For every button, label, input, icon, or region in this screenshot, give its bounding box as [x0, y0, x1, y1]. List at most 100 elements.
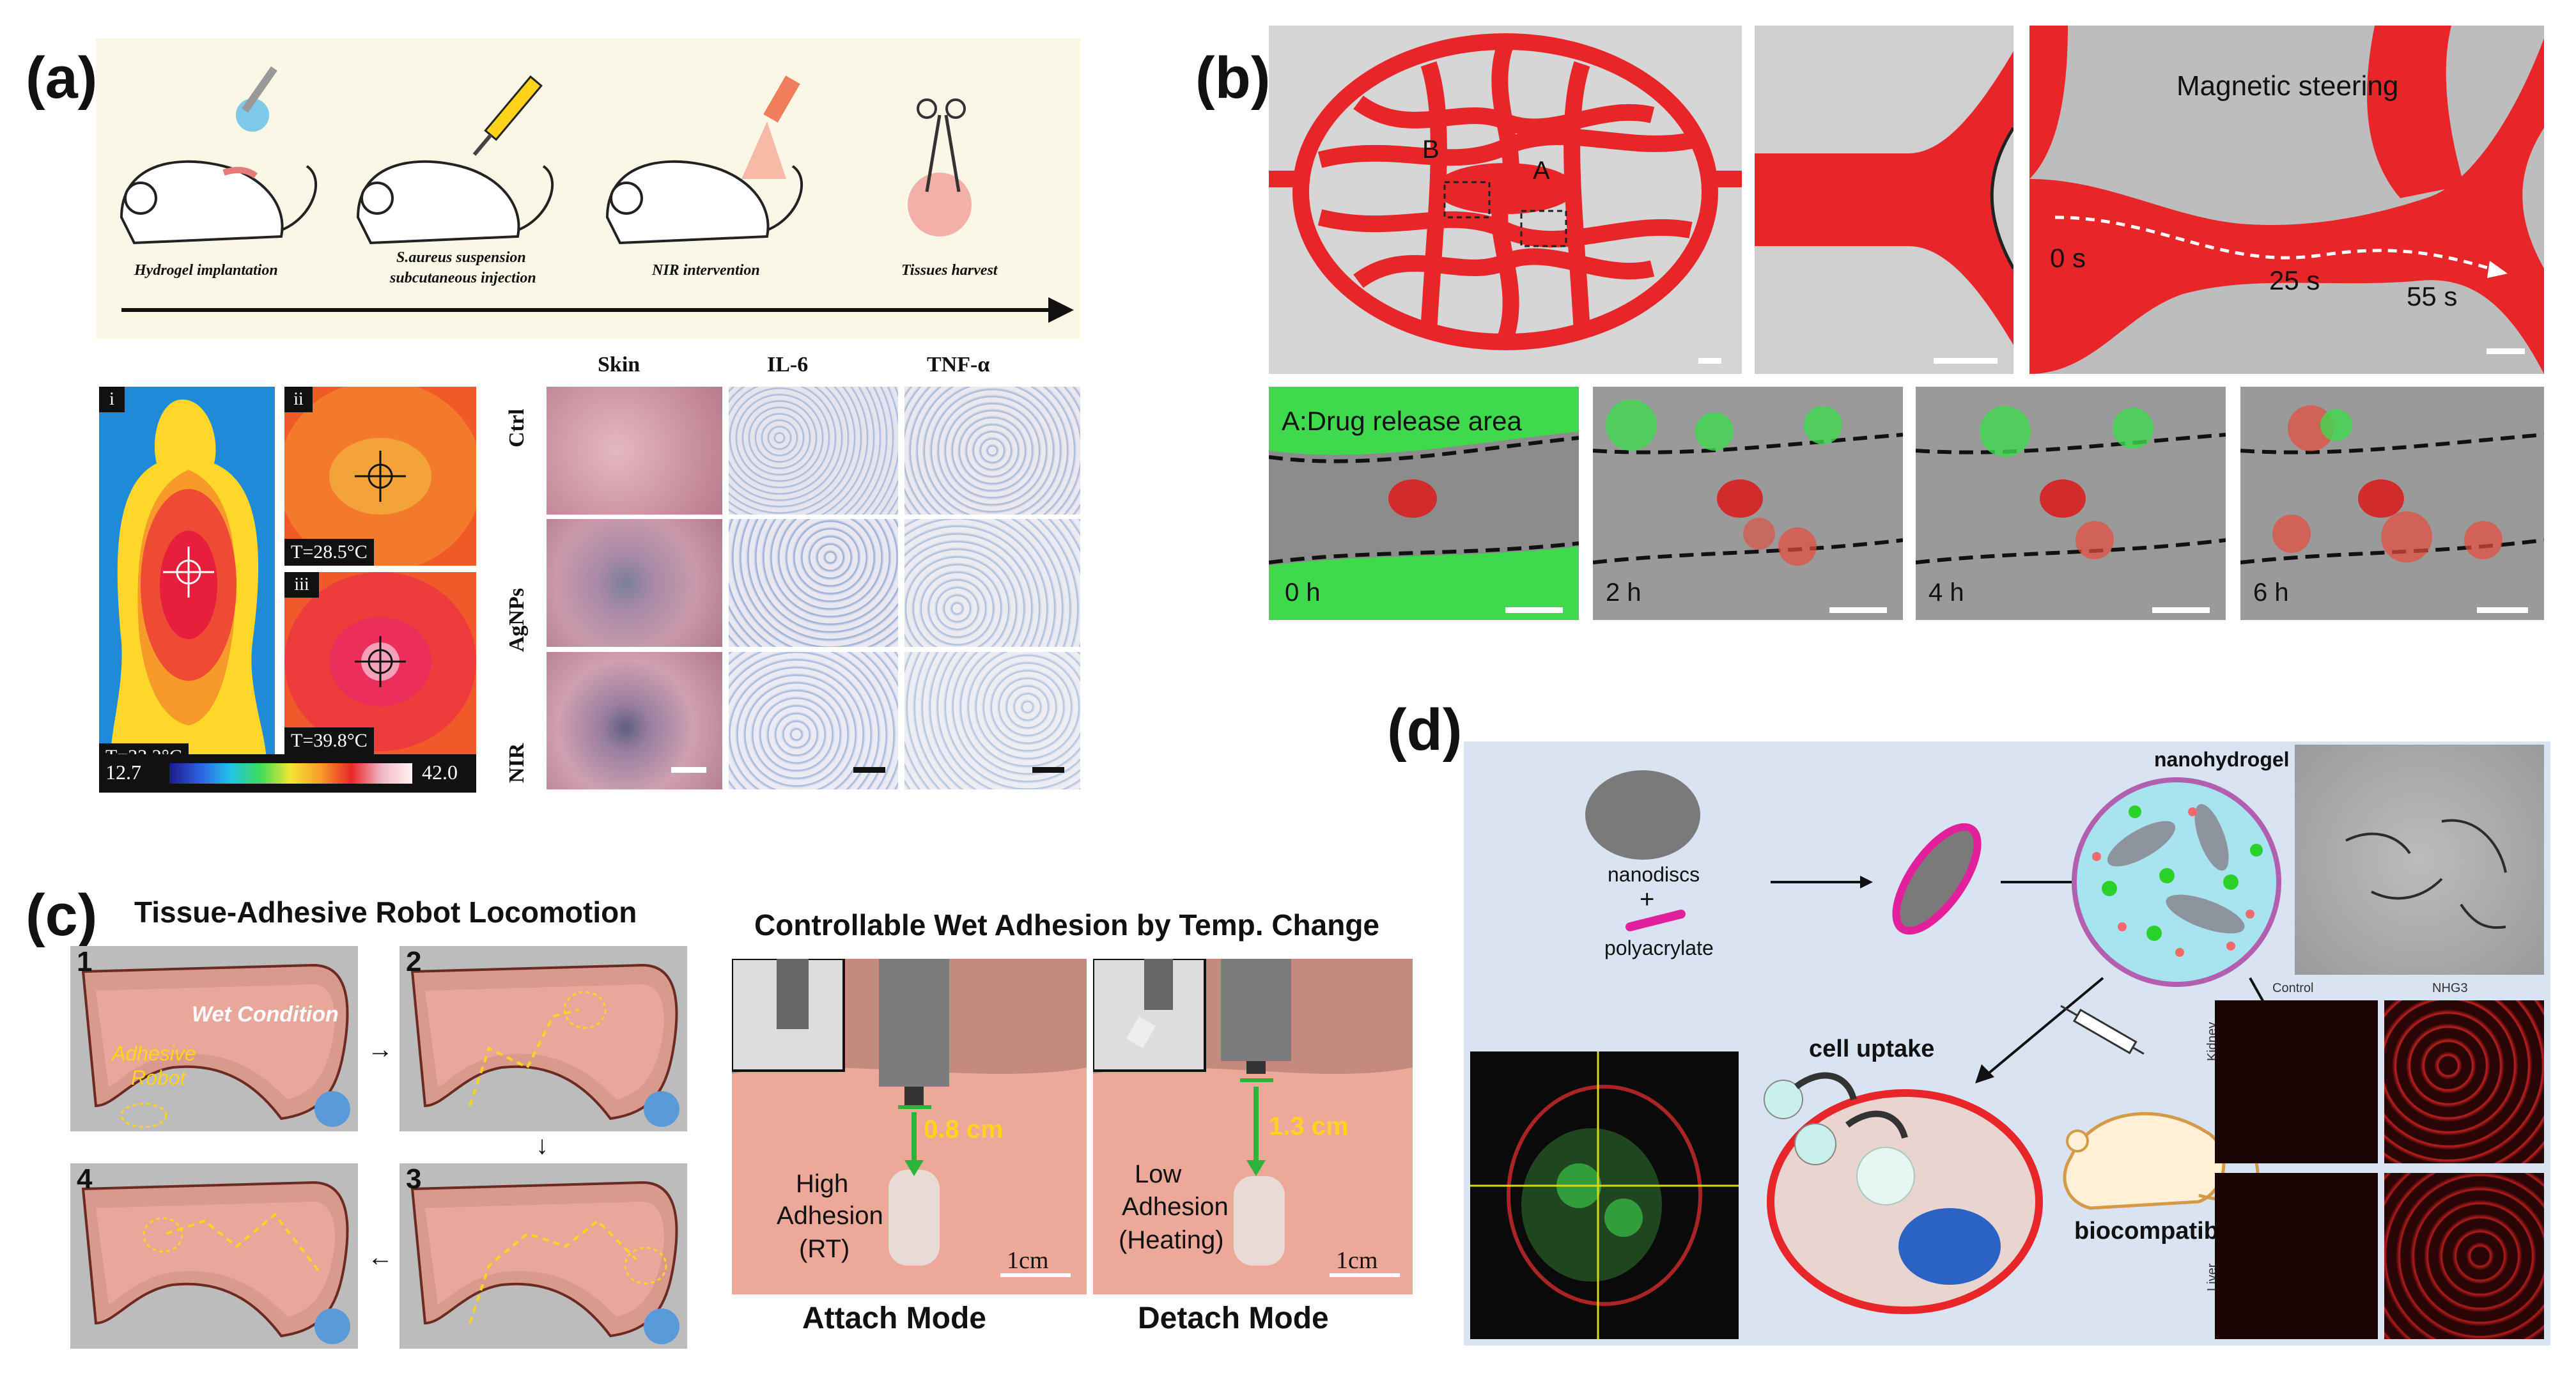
colorbar-gradient: [169, 763, 412, 784]
scale-bar: [2487, 348, 2525, 354]
step-label-4: 4: [77, 1163, 93, 1195]
arrow-right-icon: →: [368, 1036, 393, 1064]
detach-text-3: (Heating): [1119, 1226, 1224, 1254]
drug-frame-6h: 6 h: [2240, 387, 2544, 620]
cell-uptake-label: cell uptake: [1809, 1036, 1935, 1062]
wet-condition-label: Wet Condition: [192, 1002, 339, 1027]
scale-bar: [1698, 358, 1721, 364]
detach-distance: 1.3 cm: [1269, 1112, 1349, 1140]
grid-col-nhg3: NHG3: [2432, 981, 2468, 995]
panel-a-label: (a): [26, 45, 98, 111]
grid-control-kidney: [2215, 1000, 2378, 1163]
panel-d-label: (d): [1387, 697, 1463, 763]
attach-text-3: (RT): [799, 1235, 850, 1263]
mouse-icon: [605, 160, 803, 245]
panel-c-left-title: Tissue-Adhesive Robot Locomotion: [134, 896, 637, 929]
polyacrylate-label: polyacrylate: [1604, 936, 1714, 959]
magnetic-steering-image: Magnetic steering 0 s 25 s 55 s: [2029, 26, 2544, 374]
detach-text-2: Adhesion: [1122, 1193, 1229, 1221]
scale-bar: [1032, 767, 1064, 773]
timeline-step-2a: S.aureus suspension: [396, 249, 526, 266]
frame-time-0h: 0 h: [1285, 578, 1321, 607]
steering-time-55: 55 s: [2407, 281, 2458, 311]
network-label-a: A: [1533, 157, 1550, 185]
scale-bar: [1934, 358, 1998, 364]
detach-text-1: Low: [1135, 1160, 1182, 1188]
hist-col-il6: IL-6: [767, 353, 809, 376]
colorbar-min: 12.7: [105, 761, 141, 784]
grid-nhg3-liver: [2384, 1173, 2544, 1339]
timeline-step-3: NIR intervention: [652, 262, 760, 279]
locomotion-step-2: 2: [400, 946, 687, 1131]
laser-icon: [741, 75, 800, 179]
attach-scale: 1cm: [1007, 1247, 1049, 1274]
mouse-icon: [120, 160, 318, 245]
hist-tnf-nir: [904, 652, 1080, 789]
grid-control-liver: [2215, 1173, 2378, 1339]
steering-time-0: 0 s: [2050, 243, 2086, 273]
timeline-step-1: Hydrogel implantation: [134, 262, 278, 279]
thermal-sub-i: i: [99, 387, 125, 412]
microfluidic-network: B A: [1269, 26, 1742, 374]
scale-bar: [671, 767, 706, 773]
colorbar-max: 42.0: [422, 761, 458, 784]
arrow-down-icon: ↓: [536, 1131, 548, 1160]
thermal-temp-iii: T=39.8°C: [284, 727, 374, 754]
drug-area-label: A:Drug release area: [1282, 406, 1522, 436]
frame-time-2h: 2 h: [1606, 578, 1641, 607]
hist-tnf-ctrl: [904, 387, 1080, 515]
timeline-step-2b: subcutaneous injection: [390, 270, 536, 286]
hist-il6-ctrl: [729, 387, 898, 515]
hist-skin-ctrl: [547, 387, 722, 515]
syringe-icon: [2060, 1005, 2145, 1055]
attach-distance: 0.8 cm: [924, 1115, 1004, 1144]
mouse-icon: [356, 160, 554, 245]
attach-text-1: High: [796, 1170, 849, 1198]
panel-d-background: nanodiscs + polyacrylate nanohydrogel ce…: [1464, 741, 2550, 1346]
hist-row-ctrl: Ctrl: [505, 408, 529, 447]
hist-col-tnf: TNF-α: [927, 353, 990, 376]
scale-bar: [853, 767, 885, 773]
network-label-b: B: [1422, 136, 1439, 164]
hist-tnf-agnps: [904, 519, 1080, 647]
adhesive-robot-label-1: Adhesive: [112, 1042, 196, 1065]
locomotion-step-1: 1 Wet Condition Adhesive Robot: [70, 946, 358, 1131]
detach-scale: 1cm: [1336, 1247, 1378, 1274]
scale-bar: [1829, 607, 1887, 613]
nanohydrogel-label: nanohydrogel: [2154, 748, 2290, 771]
step-label-2: 2: [406, 946, 422, 977]
hist-row-nir: NIR: [505, 743, 529, 783]
drug-frame-2h: 2 h: [1593, 387, 1903, 620]
detach-mode-label: Detach Mode: [1138, 1301, 1329, 1335]
grid-nhg3-kidney: [2384, 1000, 2544, 1163]
frame-time-6h: 6 h: [2253, 578, 2289, 607]
tem-image: [2295, 745, 2544, 975]
step-label-1: 1: [77, 946, 93, 977]
steering-title: Magnetic steering: [2176, 70, 2399, 102]
steering-time-25: 25 s: [2269, 265, 2320, 295]
scale-bar: [1505, 607, 1563, 613]
hist-skin-agnps: [547, 519, 722, 647]
crosshair-icon: [163, 547, 214, 598]
timeline-step-4: Tissues harvest: [901, 262, 998, 279]
panel-a-timeline: Hydrogel implantation S.aureus suspensio…: [96, 38, 1080, 339]
thermal-sub-ii: ii: [284, 387, 313, 412]
biocompatible-label: biocompatible: [2074, 1218, 2239, 1245]
nanodiscs-label: nanodiscs: [1608, 863, 1700, 886]
hist-il6-nir: [729, 652, 898, 789]
arrow-left-icon: ←: [368, 1243, 393, 1271]
thermal-temp-ii: T=28.5°C: [284, 539, 374, 566]
crosshair-icon: [355, 451, 406, 502]
drug-frame-4h: 4 h: [1916, 387, 2226, 620]
thermal-colorbar: 12.7 42.0: [99, 754, 476, 793]
hist-il6-agnps: [729, 519, 898, 647]
scale-bar: [2477, 607, 2528, 613]
adhesive-robot-label-2: Robot: [131, 1066, 186, 1089]
pipette-icon: [236, 66, 277, 132]
thermal-image-iii: iii T=39.8°C: [284, 572, 476, 754]
grid-col-control: Control: [2272, 981, 2314, 995]
frame-time-4h: 4 h: [1928, 578, 1964, 607]
panel-c-label: (c): [26, 883, 98, 948]
attach-text-2: Adhesion: [777, 1202, 883, 1230]
channel-junction: [1755, 26, 2013, 374]
